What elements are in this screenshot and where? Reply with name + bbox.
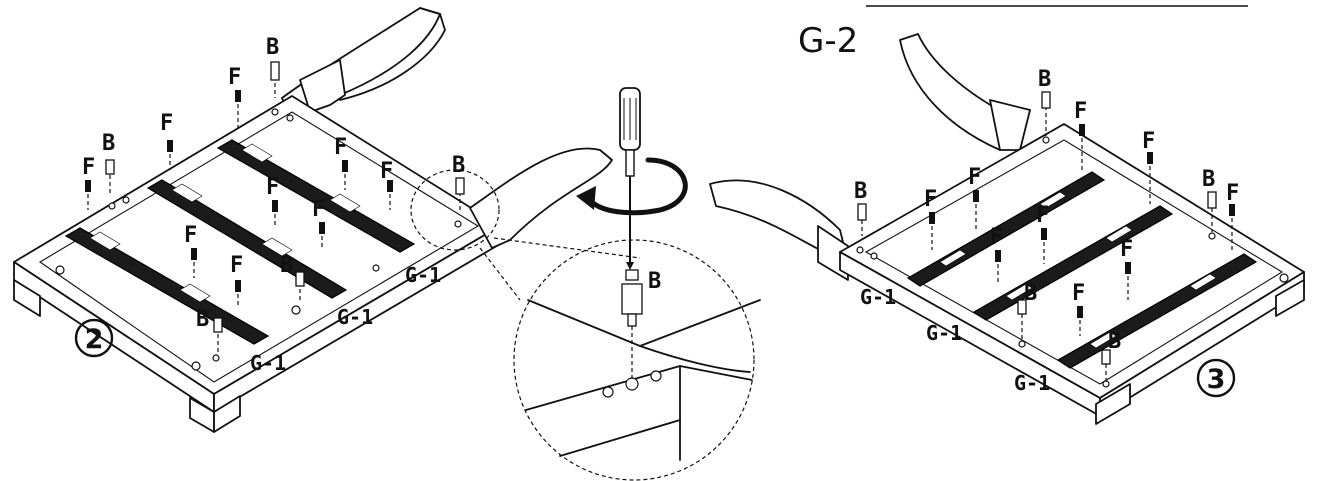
left-label-g1-2: G-1 — [337, 305, 373, 329]
detail-bolt-body — [621, 283, 643, 315]
left-rail-3 — [216, 139, 416, 253]
right-label-b-2: B — [1038, 67, 1051, 92]
right-label-f-9: F — [1072, 281, 1085, 306]
right-label-g1-1: G-1 — [860, 285, 896, 309]
left-side-curved-panel — [469, 147, 613, 249]
screwdriver-icon — [619, 87, 641, 270]
right-rail-1 — [906, 171, 1106, 287]
right-rail-3 — [1056, 253, 1258, 369]
left-rail-1 — [64, 227, 270, 345]
clockwise-rotation-arrow-icon — [576, 157, 688, 216]
right-label-g1-2: G-1 — [926, 321, 962, 345]
left-label-b-5: B — [196, 307, 209, 332]
left-bolts — [105, 61, 465, 333]
left-label-f-1: F — [82, 155, 95, 180]
right-label-f-5: F — [1226, 181, 1239, 206]
left-label-f-9: F — [230, 253, 243, 278]
right-label-f-2: F — [968, 165, 981, 190]
step-2-badge: 2 — [74, 318, 114, 358]
right-assembly: G-2 — [709, 5, 1305, 425]
step-3-badge: 3 — [1196, 358, 1236, 398]
right-label-f-8: F — [1120, 237, 1133, 262]
right-label-f-1: F — [924, 187, 937, 212]
right-rail-2 — [972, 205, 1174, 321]
left-label-f-6: F — [266, 175, 279, 200]
left-assembly: F B F F B F F B F F F F B B G-1 G-1 G-1 … — [13, 7, 613, 433]
detail-zoom-circle — [513, 239, 755, 481]
left-label-f-3: F — [228, 65, 241, 90]
right-label-b-3: B — [1202, 167, 1215, 192]
left-label-b-2: B — [266, 35, 279, 60]
detail-zoom: B — [479, 237, 761, 481]
label-g2: G-2 — [798, 21, 858, 61]
left-screws — [85, 90, 393, 292]
right-screws — [929, 124, 1235, 318]
left-detail-callout — [410, 169, 500, 251]
right-label-g1-3: G-1 — [1014, 371, 1050, 395]
left-label-b-1: B — [102, 131, 115, 156]
left-label-f-2: F — [160, 111, 173, 136]
left-label-f-5: F — [380, 159, 393, 184]
right-label-f-6: F — [990, 225, 1003, 250]
left-label-b-4: B — [280, 253, 293, 278]
right-curved-panel — [899, 33, 1011, 151]
right-label-f-4: F — [1142, 129, 1155, 154]
step-2-number: 2 — [85, 324, 104, 355]
right-label-b-1: B — [854, 179, 867, 204]
right-bolts — [857, 91, 1217, 365]
left-label-g1-1: G-1 — [405, 263, 441, 287]
step-3-number: 3 — [1207, 364, 1226, 395]
left-label-f-4: F — [334, 135, 347, 160]
detail-label-b: B — [648, 269, 661, 294]
left-label-f-7: F — [312, 197, 325, 222]
left-label-g1-3: G-1 — [250, 351, 286, 375]
detail-bolt-head — [625, 269, 639, 281]
left-label-b-3: B — [452, 153, 465, 178]
right-label-f-7: F — [1036, 203, 1049, 228]
right-label-b-5: B — [1108, 329, 1121, 354]
right-label-f-3: F — [1074, 99, 1087, 124]
left-rail-2 — [146, 179, 348, 299]
right-label-b-4: B — [1024, 281, 1037, 306]
left-label-f-8: F — [184, 223, 197, 248]
